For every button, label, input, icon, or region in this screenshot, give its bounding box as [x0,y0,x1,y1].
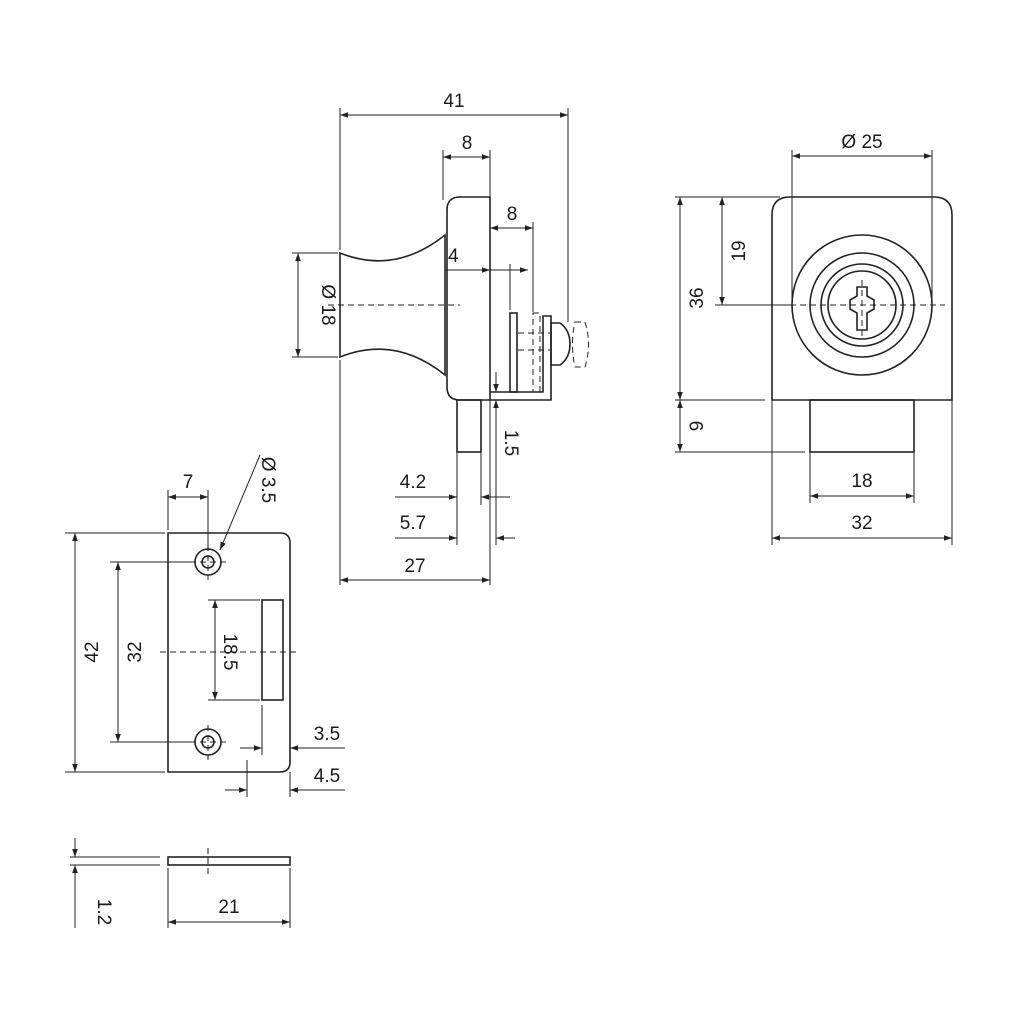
strike-plate: 7 Ø 3.5 42 32 18.5 3.5 4.5 1.2 21 [65,454,345,928]
dim-42: 42 [82,641,103,662]
dim-4: 4 [448,246,459,267]
dim-5-7: 5.7 [400,513,426,534]
dim-7: 7 [183,472,194,493]
mount-hole-top [194,548,222,576]
dim-8-bracket: 8 [507,204,518,225]
dim-21: 21 [218,897,239,918]
dim-36: 36 [687,287,708,308]
front-stem [809,399,915,453]
side-view: 41 8 8 4 Ø 18 1.5 4.2 5.7 27 [292,91,589,585]
dim-8-flange: 8 [462,133,473,154]
plate [167,532,291,773]
dim-cylinder-diameter: Ø 25 [841,132,882,153]
dim-1-5: 1.5 [500,430,521,456]
lock-housing [771,196,953,401]
lock-body [446,196,491,401]
dim-32: 32 [851,513,872,534]
dim-32-holes: 32 [125,641,146,662]
bracket [490,315,552,401]
mount-hole-bottom [194,728,222,756]
dim-1-2: 1.2 [93,899,114,925]
dim-27: 27 [404,556,425,577]
dim-18-5: 18.5 [219,634,240,671]
dim-18: 18 [851,471,872,492]
dim-hole-diameter: Ø 3.5 [257,457,278,503]
dim-41: 41 [443,91,464,112]
knob [339,233,446,377]
screw-head [550,322,571,366]
dim-9: 9 [687,421,708,432]
slot [261,599,284,701]
front-view: Ø 25 19 36 9 18 32 [675,132,953,545]
keyhole-icon [849,286,875,331]
plate-profile [167,856,291,866]
dim-4-5: 4.5 [314,766,340,787]
catch-plate [509,312,518,393]
dim-4-2: 4.2 [400,472,426,493]
dim-knob-diameter: Ø 18 [317,284,338,325]
dim-19: 19 [729,240,750,261]
dim-3-5: 3.5 [314,724,340,745]
stem [456,399,482,453]
